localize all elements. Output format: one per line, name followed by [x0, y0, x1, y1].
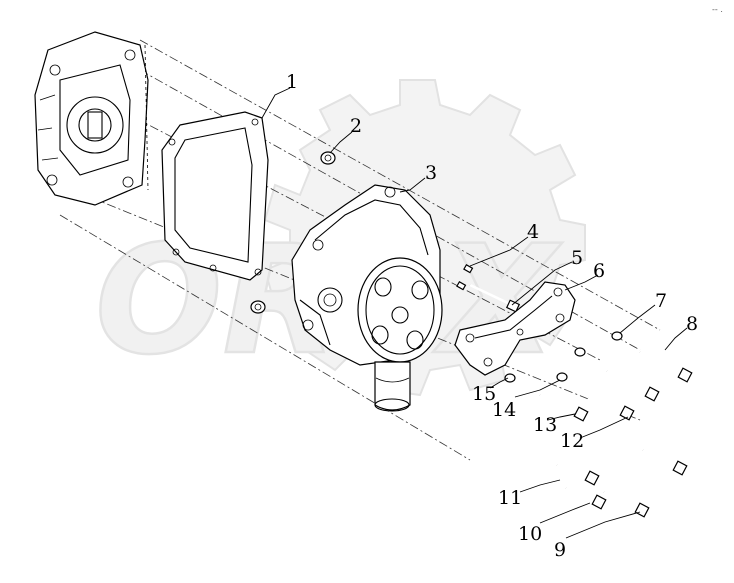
callout-5: 5	[571, 247, 583, 269]
water-pump	[291, 184, 443, 412]
bolt-13	[539, 393, 589, 422]
callout-14: 14	[492, 399, 516, 421]
callouts: 1 2 3 4 5 6 7 8 9 10 11 12 13 14 15	[286, 71, 698, 561]
callout-4: 4	[527, 221, 539, 243]
washer-14	[556, 372, 568, 382]
callout-7: 7	[655, 290, 667, 312]
bolt-8	[639, 350, 693, 383]
gasket	[161, 111, 269, 281]
callout-3: 3	[425, 162, 437, 184]
callout-12: 12	[560, 430, 584, 452]
bolt-10	[565, 486, 607, 510]
callout-13: 13	[533, 414, 557, 436]
callout-6: 6	[593, 260, 605, 282]
mounting-bracket	[454, 281, 576, 376]
dowel-pins	[456, 263, 474, 291]
bolt-9	[603, 490, 650, 518]
bolt-11	[556, 463, 600, 486]
leader-lines	[261, 87, 688, 539]
corner-mark: -- .	[712, 5, 723, 14]
sleeve-lower	[250, 300, 266, 314]
callout-1: 1	[286, 71, 298, 93]
callout-10: 10	[518, 523, 542, 545]
callout-11: 11	[498, 487, 522, 509]
callout-8: 8	[686, 313, 698, 335]
sleeve-upper	[320, 151, 336, 165]
washer-7	[611, 331, 623, 341]
washer-15	[504, 373, 516, 383]
callout-15: 15	[472, 383, 496, 405]
stud-bolt	[469, 283, 521, 313]
engine-housing	[34, 31, 149, 206]
bolt-12b	[587, 396, 635, 421]
bolt-12a	[606, 369, 660, 402]
bolt-long	[642, 448, 688, 476]
callout-2: 2	[350, 115, 362, 137]
nut-small	[574, 347, 586, 357]
callout-9: 9	[554, 539, 566, 561]
